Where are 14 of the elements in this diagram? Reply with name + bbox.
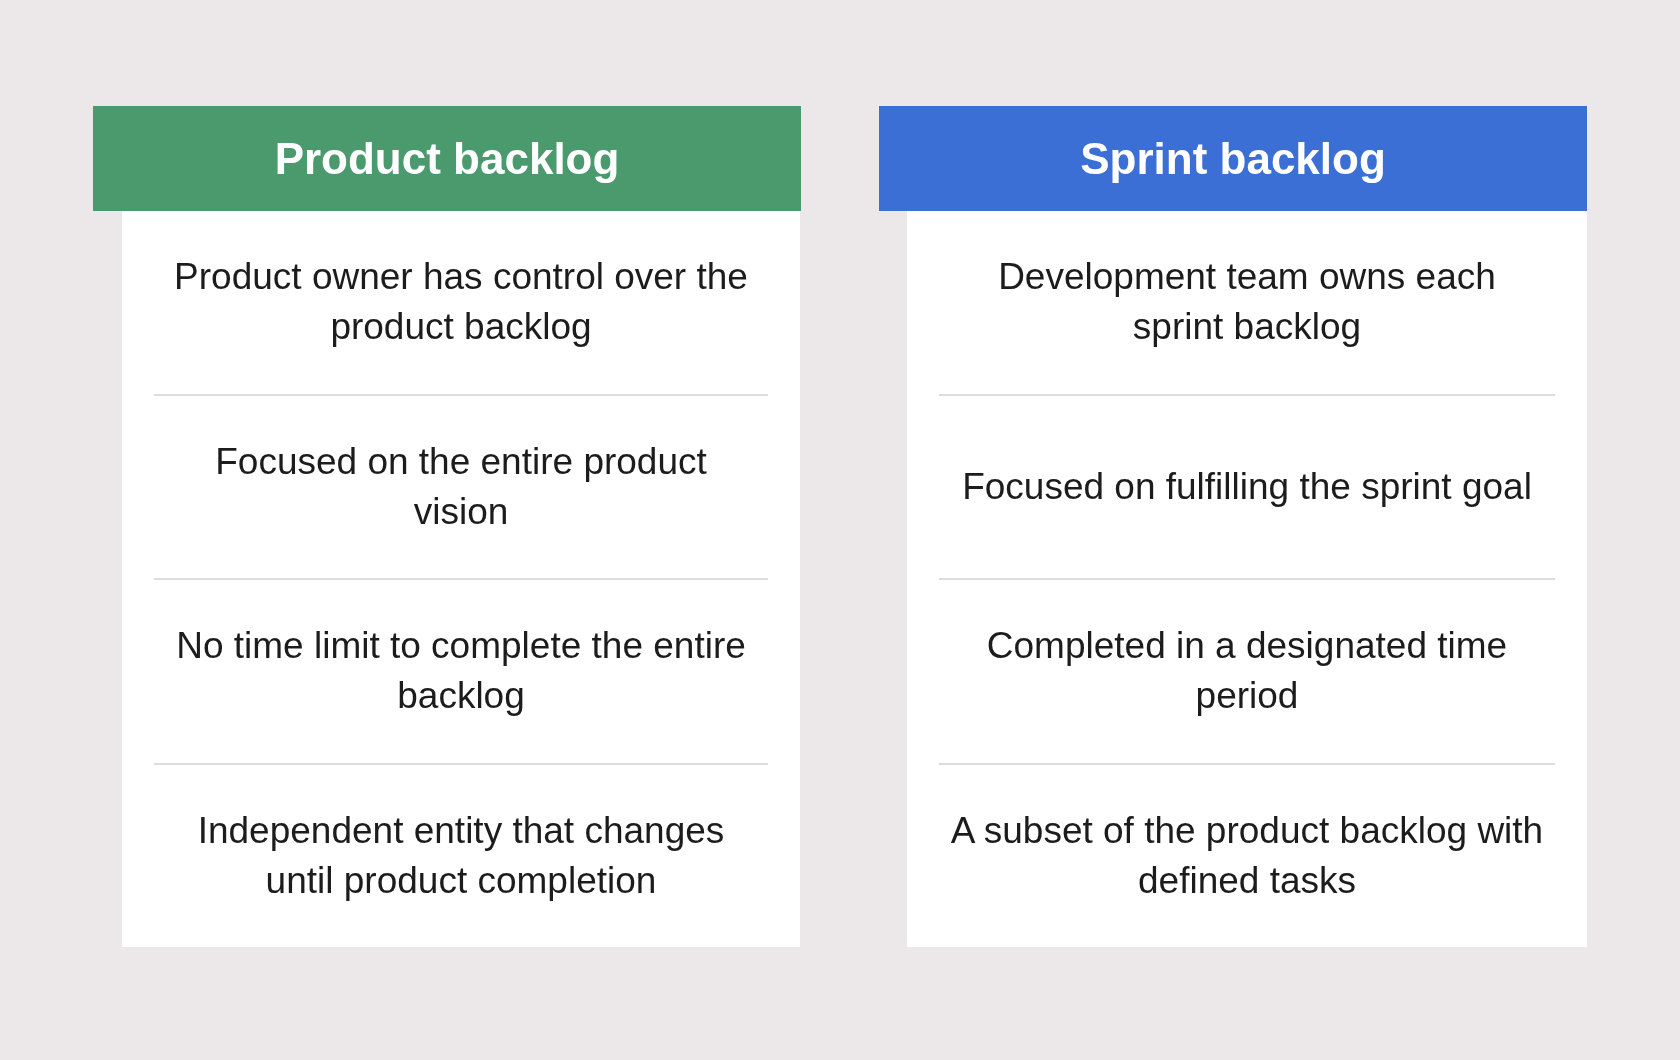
comparison-text: Focused on fulfilling the sprint goal xyxy=(961,464,1533,509)
comparison-text: Focused on the entire product vision xyxy=(214,439,708,534)
header-band xyxy=(879,106,1587,211)
card-background xyxy=(122,211,800,947)
column-heading: Sprint backlog xyxy=(1080,132,1386,185)
comparison-text: A subset of the product backlog with defined tasks xyxy=(949,808,1545,903)
card-background xyxy=(907,211,1587,947)
comparison-text: Development team owns each sprint backlog xyxy=(997,255,1497,350)
comparison-text: Independent entity that changes until product completion xyxy=(196,808,726,903)
comparison-text: Completed in a designated time period xyxy=(985,624,1509,719)
comparison-text: Product owner has control over the product backlog xyxy=(173,255,749,350)
header-band xyxy=(93,106,801,211)
column-heading: Product backlog xyxy=(274,132,620,185)
comparison-text: No time limit to complete the entire backlog xyxy=(175,624,747,719)
